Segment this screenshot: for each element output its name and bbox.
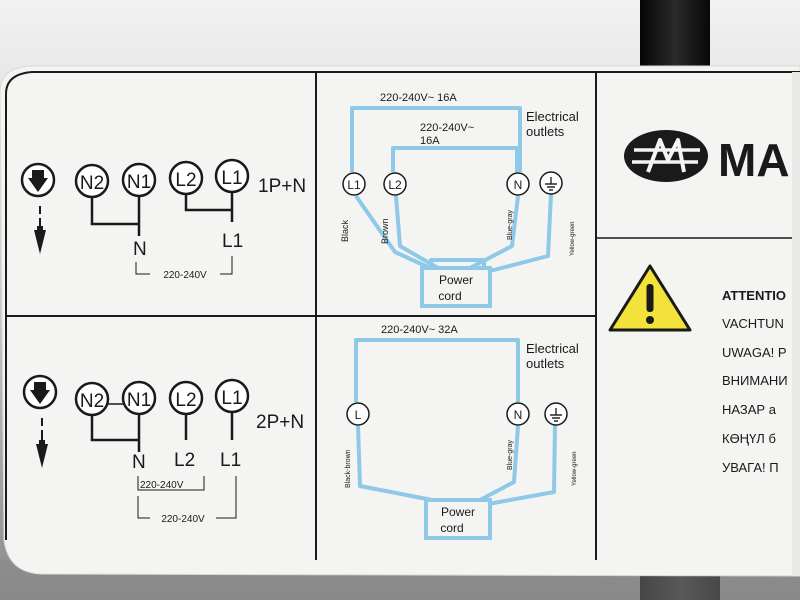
power-cord-stem (429, 258, 486, 268)
svg-text:L: L (355, 408, 362, 422)
power-cord-box-1p: Power cord (420, 266, 492, 308)
wire-label-black: Black (340, 219, 350, 242)
svg-text:N2: N2 (80, 391, 104, 412)
earth-icon (544, 402, 568, 426)
svg-text:L1: L1 (347, 178, 361, 192)
wire-black (354, 194, 431, 270)
svg-text:L1: L1 (221, 388, 242, 409)
brand-name: MA (718, 134, 790, 186)
voltage-label-inner: 220-240V (140, 480, 184, 491)
svg-text:cord: cord (440, 521, 463, 535)
l1-label-2p: L1 (220, 450, 241, 471)
wire-outer-loop (350, 106, 522, 172)
wire-black-brown (356, 425, 433, 502)
sticker (0, 65, 800, 577)
earth-icon (539, 171, 563, 195)
panel-1p-terminals: N2 N1 L2 L1 1P+N N L1 220-240V (20, 158, 306, 281)
neutral-label-1p: N (133, 239, 147, 260)
down-arrow-icon (22, 374, 58, 468)
voltage-label-1p: 220-240V (163, 270, 207, 281)
terminal-l-outlet: L (346, 402, 370, 426)
wire-inner-loop (391, 146, 519, 172)
wiring-diagram-1p: 220-240V~ 16A 220-240V~ 16A Electrical o… (340, 92, 579, 308)
warning-area: ATTENTIO VACHTUN UWAGA! P ВНИМАНИ НАЗАР … (608, 264, 788, 475)
svg-text:Power: Power (439, 273, 473, 287)
svg-text:cord: cord (438, 289, 461, 303)
terminal-n1: N1 (121, 380, 157, 416)
config-label-1p: 1P+N (258, 176, 306, 197)
wire-blue-gray (479, 425, 520, 502)
svg-text:N: N (514, 178, 523, 192)
terminal-l1: L1 (214, 378, 250, 414)
brand-logo-icon (624, 130, 708, 182)
wire-label-yellow-green: Yellow-green (570, 222, 576, 256)
svg-text:L2: L2 (175, 170, 196, 191)
power-cord-box-2p: Power cord (424, 498, 492, 540)
brand-area: MA (624, 130, 790, 186)
svg-text:Power: Power (441, 505, 475, 519)
panel-2p-terminals: N2 N1 L2 L1 2P+N N L2 L1 220-240V 220-24… (22, 374, 304, 525)
down-arrow-icon (20, 162, 56, 254)
warning-line-5: НАЗАР а (722, 402, 777, 417)
config-label-2p: 2P+N (256, 412, 304, 433)
svg-text:N1: N1 (127, 172, 151, 193)
wire-brown (394, 195, 440, 270)
terminal-n1: N1 (121, 162, 157, 198)
svg-text:N2: N2 (80, 173, 104, 194)
warning-line-6: КӨҢҮЛ б (722, 431, 776, 446)
wire-label-brown: Brown (380, 218, 390, 244)
wire-label-black-brown: Black-brown (345, 449, 352, 488)
terminal-n2: N2 (74, 163, 110, 199)
terminal-l1: L1 (214, 158, 250, 194)
wire-label-blue-gray: Blue-gray (507, 440, 514, 470)
inner-rating-1p-b: 16A (420, 135, 440, 147)
svg-text:L2: L2 (388, 178, 402, 192)
wiring-diagram-2p: 220-240V~ 32A Electrical outlets L N Bla… (345, 324, 579, 540)
outlets-label-2p-b: outlets (526, 356, 565, 371)
warning-line-1: ATTENTIO (722, 288, 786, 303)
wire-yellow-green (487, 423, 557, 506)
warning-line-3: UWAGA! P (722, 345, 787, 360)
wire-label-yellow-green: Yellow-green (572, 452, 578, 486)
wire-outer-loop (354, 338, 520, 402)
inner-rating-1p-a: 220-240V~ (420, 122, 474, 134)
terminal-l2: L2 (168, 380, 204, 416)
terminal-n2: N2 (74, 381, 110, 417)
wire-label-blue-gray: Blue-gray (507, 210, 514, 240)
svg-text:N1: N1 (127, 390, 151, 411)
terminal-l1-outlet: L1 (342, 172, 366, 196)
top-rating-2p: 220-240V~ 32A (381, 324, 458, 336)
svg-text:L1: L1 (221, 168, 242, 189)
warning-line-4: ВНИМАНИ (722, 373, 788, 388)
terminal-l2-outlet: L2 (383, 172, 407, 196)
l2-label-2p: L2 (174, 450, 195, 471)
terminal-n-outlet: N (506, 172, 530, 196)
terminal-n-outlet: N (506, 402, 530, 426)
wire-yellow-green (485, 193, 553, 274)
outlets-label-2p-a: Electrical (526, 341, 579, 356)
neutral-label-2p: N (132, 452, 146, 473)
warning-line-7: УВАГА! П (722, 460, 779, 475)
warning-triangle-icon (608, 264, 692, 332)
terminal-l2: L2 (168, 160, 204, 196)
outlets-label-1p-a: Electrical (526, 109, 579, 124)
svg-text:N: N (514, 408, 523, 422)
line-label-1p: L1 (222, 231, 243, 252)
voltage-label-outer: 220-240V (161, 514, 205, 525)
svg-text:L2: L2 (175, 390, 196, 411)
cable-top (640, 0, 710, 70)
top-rating-1p: 220-240V~ 16A (380, 92, 457, 104)
outlets-label-1p-b: outlets (526, 124, 565, 139)
warning-line-2: VACHTUN (722, 316, 784, 331)
